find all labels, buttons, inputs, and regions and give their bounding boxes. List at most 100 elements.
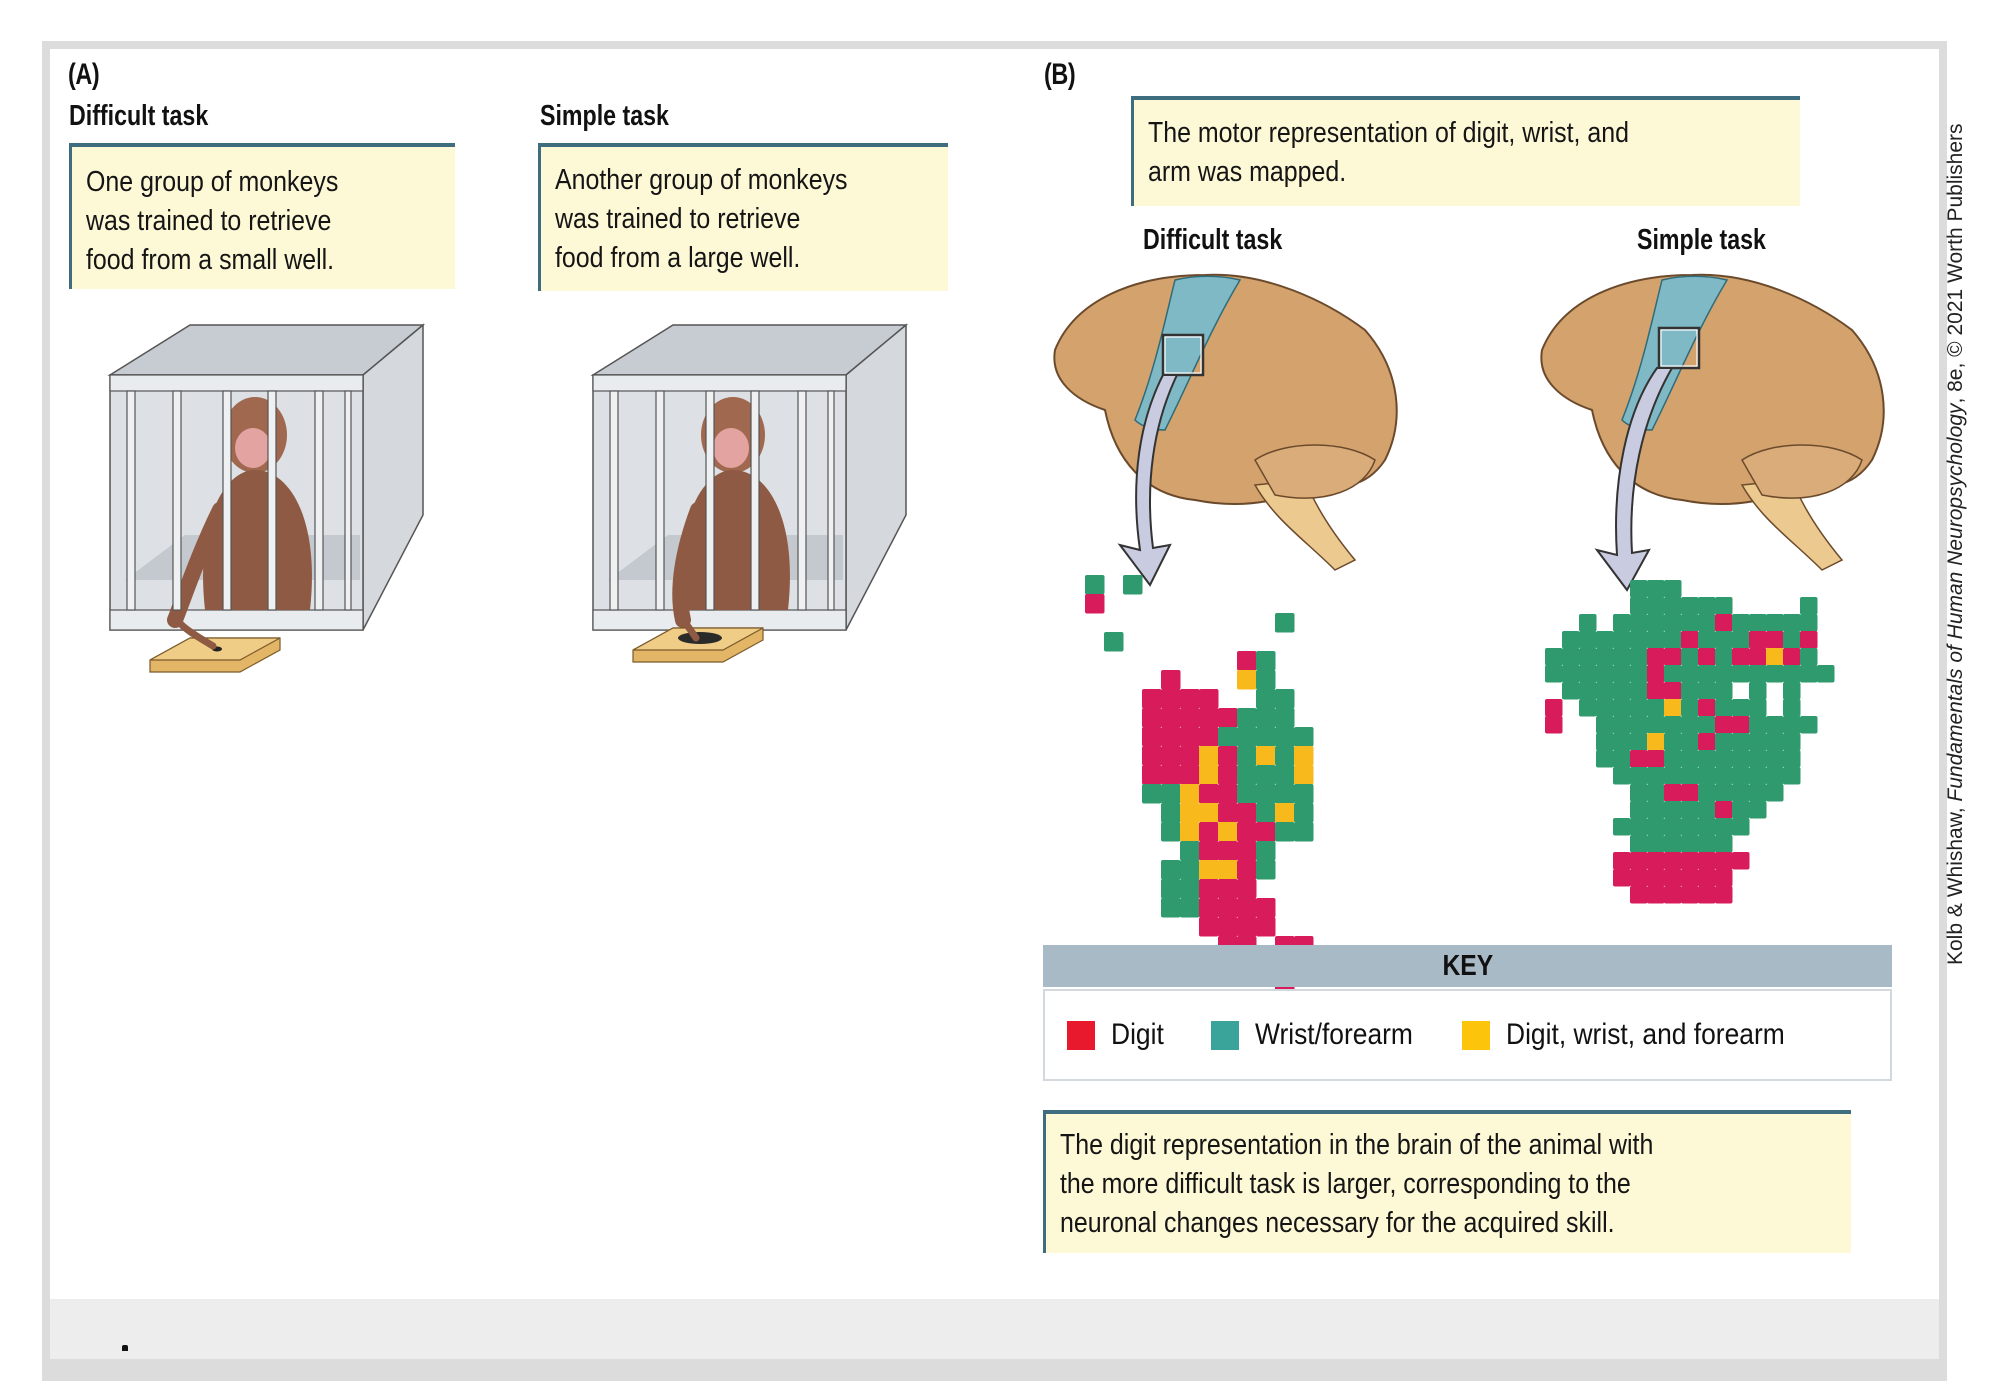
map-cell [1698,733,1716,751]
map-cell [1180,746,1200,766]
map-cell [1275,765,1295,785]
brain-illustration-difficult [1053,273,1398,587]
map-cell [1681,597,1699,615]
map-cell [1681,784,1699,802]
map-cell [1664,631,1682,649]
motor-representation-caption-text: The motor representation of digit, wrist… [1148,117,1630,188]
map-cell [1613,767,1631,785]
map-cell [1161,898,1181,918]
map-cell [1085,594,1105,614]
map-cell [1732,699,1750,717]
map-cell [1749,716,1767,734]
map-cell [1237,841,1257,861]
map-cell [1596,665,1614,683]
map-cell [1256,898,1276,918]
map-cell [1698,597,1716,615]
map-cell [1766,648,1784,666]
map-cell [1579,614,1597,632]
map-cell [1562,682,1580,700]
map-cell [1142,727,1162,747]
map-cell [1749,614,1767,632]
map-cell [1783,767,1801,785]
map-cell [1180,765,1200,785]
map-cell [1199,860,1219,880]
map-cell [1732,767,1750,785]
map-cell [1715,784,1733,802]
map-cell [1630,580,1648,598]
map-cell [1749,767,1767,785]
panel-a-label: (A) [68,58,100,91]
conclusion-caption-text: The digit representation in the brain of… [1060,1129,1654,1239]
map-cell [1664,886,1682,904]
map-cell [1698,869,1716,887]
map-cell [1180,784,1200,804]
map-cell [1800,665,1818,683]
map-cell [1161,708,1181,728]
map-cell [1256,803,1276,823]
map-cell [1732,784,1750,802]
map-cell [1161,727,1181,747]
map-cell [1681,869,1699,887]
mapped-region-box [1657,326,1701,370]
map-cell [1256,727,1276,747]
map-cell [1294,803,1314,823]
map-cell [1218,708,1238,728]
map-cell [1749,699,1767,717]
map-cell [1613,631,1631,649]
map-cell [1681,648,1699,666]
map-cell [1218,746,1238,766]
map-cell [1294,822,1314,842]
map-cell [1123,575,1143,595]
map-cell [1613,750,1631,768]
map-cell [1161,860,1181,880]
map-cell [1579,699,1597,717]
map-cell [1800,716,1818,734]
map-cell [1613,699,1631,717]
map-cell [1647,699,1665,717]
map-cell [1275,689,1295,709]
map-cell [1630,733,1648,751]
map-cell [1237,917,1257,937]
map-cell [1613,733,1631,751]
map-cell [1596,682,1614,700]
map-cell [1664,767,1682,785]
map-cell [1664,852,1682,870]
map-cell [1783,665,1801,683]
map-cell [1085,575,1105,595]
map-cell [1681,682,1699,700]
map-cell [1664,818,1682,836]
map-cell [1664,784,1682,802]
conclusion-caption: The digit representation in the brain of… [1043,1110,1851,1253]
map-cell [1275,708,1295,728]
map-cell [1749,750,1767,768]
map-cell [1596,699,1614,717]
map-cell [1630,631,1648,649]
map-cell [1218,803,1238,823]
map-cell [1681,665,1699,683]
map-cell [1218,822,1238,842]
map-cell [1647,852,1665,870]
map-cell [1749,682,1767,700]
map-cell [1647,886,1665,904]
map-cell [1199,803,1219,823]
map-cell [1647,682,1665,700]
map-cell [1715,597,1733,615]
map-cell [1545,699,1563,717]
map-cell [1218,765,1238,785]
map-cell [1681,818,1699,836]
map-cell [1180,879,1200,899]
panel-b-simple-heading: Simple task [1637,224,1766,256]
map-cell [1275,613,1295,633]
map-cell [1630,716,1648,734]
map-cell [1681,767,1699,785]
map-cell [1630,699,1648,717]
map-cell [1681,750,1699,768]
map-cell [1237,765,1257,785]
map-cell [1294,727,1314,747]
map-cell [1766,614,1784,632]
monkey-cage-illustration-simple [590,323,909,663]
map-cell [1630,682,1648,700]
map-cell [1161,879,1181,899]
map-cell [1199,708,1219,728]
map-cell [1256,765,1276,785]
